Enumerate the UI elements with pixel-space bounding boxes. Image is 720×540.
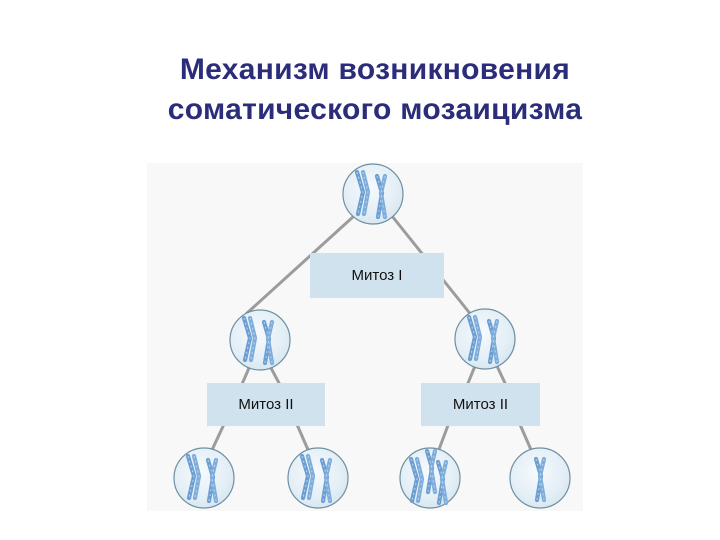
cell-granddaughter-4-monosomy xyxy=(509,447,571,509)
title-line-1: Механизм возникновения xyxy=(179,53,571,86)
stage-label-mitosis-2-right: Митоз II xyxy=(421,383,540,426)
stage-label-text: Митоз II xyxy=(452,396,509,413)
cell-daughter-right xyxy=(454,308,516,370)
title-line-2: соматического мозаицизма xyxy=(167,93,583,126)
slide-title: Механизм возникновения соматического моз… xyxy=(0,50,720,130)
stage-label-mitosis-2-left: Митоз II xyxy=(207,383,325,426)
stage-label-text: Митоз II xyxy=(238,396,294,413)
stage-label-text: Митоз I xyxy=(351,267,403,284)
cell-granddaughter-3-trisomy xyxy=(399,447,461,509)
cell-granddaughter-2 xyxy=(287,447,349,509)
stage-label-mitosis-1: Митоз I xyxy=(310,253,444,298)
cell-granddaughter-1 xyxy=(173,447,235,509)
cell-daughter-left xyxy=(229,309,291,371)
cell-parent xyxy=(342,163,404,225)
